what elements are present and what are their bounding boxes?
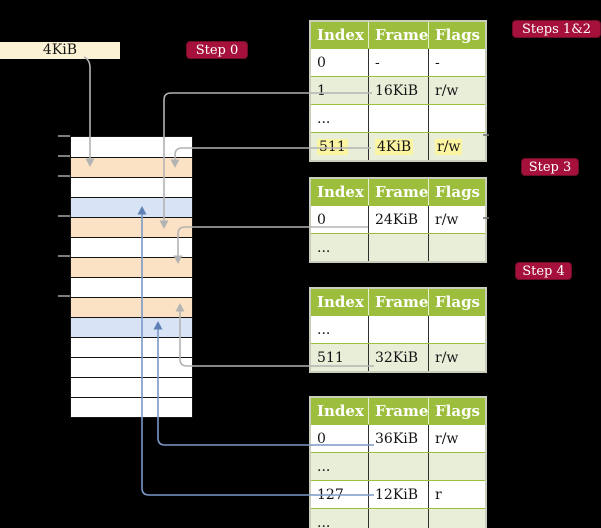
table-cell: ... <box>311 453 369 480</box>
badge-step-3: Step 3 <box>521 158 579 176</box>
column-header-frame: Frame <box>369 398 429 424</box>
table-cell <box>369 453 429 480</box>
memory-row-14-plain <box>71 397 192 417</box>
table-cell: 0 <box>311 49 369 76</box>
table-cell: r <box>435 486 442 503</box>
table-cell: - <box>369 49 429 76</box>
cr3-address-label: 4KiB <box>0 42 120 59</box>
column-header-index: Index <box>311 398 369 424</box>
table-cell <box>369 316 429 343</box>
table-cell: 4KiB <box>369 133 429 160</box>
memory-row-8-plain <box>71 277 192 297</box>
table-cell: ... <box>311 234 369 261</box>
table-row: 511 4KiB r/w <box>311 132 485 160</box>
column-header-index: Index <box>311 22 369 48</box>
table-cell: r/w <box>435 430 459 447</box>
table-cell: r/w <box>435 211 459 228</box>
table-cell: 32KiB <box>369 344 429 371</box>
badge-steps-1-2: Steps 1&2 <box>512 20 601 38</box>
table-row: ... <box>311 508 485 528</box>
memory-row-7-table <box>71 257 192 277</box>
table-cell <box>429 105 485 132</box>
badge-step-0: Step 0 <box>186 41 248 59</box>
column-header-flags: Flags <box>435 293 480 311</box>
column-header-index: Index <box>311 289 369 315</box>
table-row: ... <box>311 452 485 480</box>
table-cell: 127 <box>311 481 369 508</box>
address-tick <box>58 135 70 137</box>
column-header-flags: Flags <box>435 183 480 201</box>
address-tick <box>58 155 70 157</box>
column-header-frame: Frame <box>369 22 429 48</box>
table-cell <box>369 234 429 261</box>
table-cell: 12KiB <box>369 481 429 508</box>
table-cell: 0 <box>311 425 369 452</box>
column-header-frame: Frame <box>369 179 429 205</box>
badge-step-4: Step 4 <box>515 262 572 280</box>
table-cell: 511 <box>311 133 369 160</box>
table-row: ... <box>311 233 485 261</box>
memory-row-11-plain <box>71 337 192 357</box>
address-tick <box>58 175 70 177</box>
table-cell: - <box>435 54 440 71</box>
memory-row-10-frame <box>71 317 192 337</box>
column-header-flags: Flags <box>435 402 480 420</box>
table-cell: ... <box>311 509 369 528</box>
table-cell: 24KiB <box>369 206 429 233</box>
physical-memory-column <box>70 136 193 418</box>
table-cell: r/w <box>435 82 459 99</box>
column-header-frame: Frame <box>369 289 429 315</box>
memory-row-2-table <box>71 157 192 177</box>
table-row: ... <box>311 104 485 132</box>
table-cell <box>429 509 485 528</box>
table-cell: 36KiB <box>369 425 429 452</box>
highlighted-value: r/w <box>435 138 463 155</box>
memory-row-3-plain <box>71 177 192 197</box>
table-cell <box>369 509 429 528</box>
table-cell: r/w <box>429 133 485 160</box>
memory-row-5-table <box>71 217 192 237</box>
memory-row-4-frame <box>71 197 192 217</box>
highlighted-value: 511 <box>317 138 348 155</box>
column-header-flags: Flags <box>435 26 480 44</box>
memory-row-12-plain <box>71 357 192 377</box>
memory-row-9-table <box>71 297 192 317</box>
table-row: 0-- <box>311 48 485 76</box>
table-cell <box>429 453 485 480</box>
address-tick <box>58 255 70 257</box>
table-cell: 0 <box>311 206 369 233</box>
table-cell: 511 <box>311 344 369 371</box>
table-cell: ... <box>311 105 369 132</box>
table-cell: 1 <box>311 77 369 104</box>
table-cell: r/w <box>435 349 459 366</box>
memory-row-1-plain <box>71 137 192 157</box>
memory-row-6-plain <box>71 237 192 257</box>
table-cell <box>429 234 485 261</box>
table-cell <box>369 105 429 132</box>
column-header-index: Index <box>311 179 369 205</box>
table-cell <box>429 316 485 343</box>
highlighted-value: 4KiB <box>375 138 414 155</box>
table-cell: ... <box>311 316 369 343</box>
memory-row-13-plain <box>71 377 192 397</box>
address-tick <box>58 295 70 297</box>
table-cell: 16KiB <box>369 77 429 104</box>
address-tick <box>58 215 70 217</box>
table-row: ... <box>311 315 485 343</box>
